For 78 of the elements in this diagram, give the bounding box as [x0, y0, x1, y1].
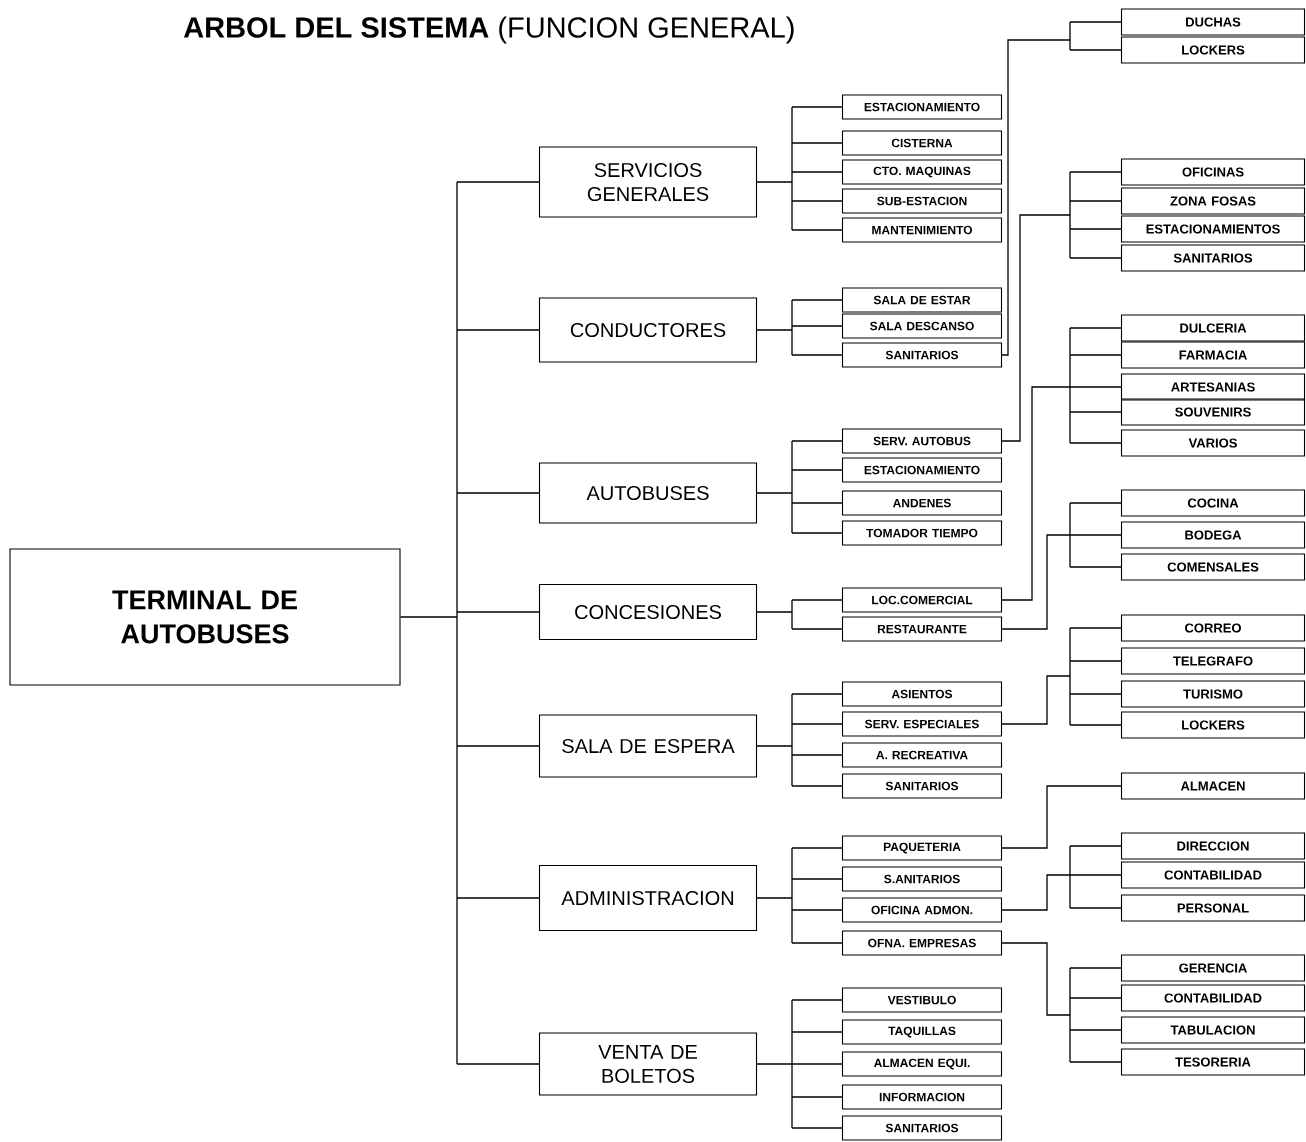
item-box: S.ANITARIOS [841, 866, 1003, 892]
subitem-box: ALMACEN [1120, 772, 1306, 800]
item-box: SERV. AUTOBUS [841, 428, 1003, 454]
item-box: TOMADOR TIEMPO [841, 520, 1003, 546]
subitem-box: TURISMO [1120, 680, 1306, 708]
subitem-box: CONTABILIDAD [1120, 861, 1306, 889]
item-box: A. RECREATIVA [841, 742, 1003, 768]
subitem-box: FARMACIA [1120, 341, 1306, 369]
item-box: SANITARIOS [841, 342, 1003, 368]
subitem-box: DULCERIA [1120, 314, 1306, 342]
item-box: ANDENES [841, 490, 1003, 516]
subitem-box: DUCHAS [1120, 8, 1306, 36]
subitem-box: ESTACIONAMIENTOS [1120, 215, 1306, 243]
item-box: SALA DE ESTAR [841, 287, 1003, 313]
connector-line [1001, 327, 1122, 601]
connector-line [756, 847, 843, 944]
subitem-box: GERENCIA [1120, 954, 1306, 982]
subitem-box: ARTESANIAS [1120, 373, 1306, 401]
subitem-box: SOUVENIRS [1120, 398, 1306, 426]
item-box: VESTIBULO [841, 987, 1003, 1013]
subitem-box: ZONA FOSAS [1120, 187, 1306, 215]
connector-line [399, 181, 540, 1065]
connector-line [1001, 21, 1122, 356]
connector-line [1001, 627, 1122, 726]
subitem-box: TESORERIA [1120, 1048, 1306, 1076]
subitem-box: VARIOS [1120, 429, 1306, 457]
item-box: MANTENIMIENTO [841, 217, 1003, 243]
item-box: ALMACEN EQUI. [841, 1051, 1003, 1077]
connector-line [1001, 171, 1122, 442]
connector-line [1001, 502, 1122, 630]
category-box: CONDUCTORES [538, 297, 758, 363]
category-box: SALA DE ESPERA [538, 714, 758, 778]
subitem-box: LOCKERS [1120, 711, 1306, 739]
item-box: OFNA. EMPRESAS [841, 930, 1003, 956]
item-box: CISTERNA [841, 130, 1003, 156]
item-box: PAQUETERIA [841, 835, 1003, 861]
category-box: ADMINISTRACION [538, 864, 758, 932]
item-box: OFICINA ADMON. [841, 897, 1003, 923]
item-box: ASIENTOS [841, 681, 1003, 707]
category-box: AUTOBUSES [538, 462, 758, 524]
item-box: LOC.COMERCIAL [841, 587, 1003, 613]
category-box: VENTA DE BOLETOS [538, 1032, 758, 1096]
item-box: SANITARIOS [841, 773, 1003, 799]
root-box: TERMINAL DE AUTOBUSES [9, 548, 401, 686]
item-box: RESTAURANTE [841, 616, 1003, 642]
item-box: INFORMACION [841, 1084, 1003, 1110]
item-box: ESTACIONAMIENTO [841, 94, 1003, 120]
category-box: SERVICIOS GENERALES [538, 146, 758, 218]
subitem-box: COMENSALES [1120, 553, 1306, 581]
subitem-box: PERSONAL [1120, 894, 1306, 922]
subitem-box: DIRECCION [1120, 832, 1306, 860]
item-box: SERV. ESPECIALES [841, 711, 1003, 737]
connector-line [1001, 785, 1122, 849]
item-box: SALA DESCANSO [841, 313, 1003, 339]
connector-line [1001, 942, 1122, 1063]
connector-line [756, 440, 843, 534]
connector-line [1001, 845, 1122, 911]
item-box: CTO. MAQUINAS [841, 159, 1003, 185]
subitem-box: TABULACION [1120, 1016, 1306, 1044]
subitem-box: TELEGRAFO [1120, 647, 1306, 675]
connector-line [756, 106, 843, 231]
subitem-box: BODEGA [1120, 521, 1306, 549]
item-box: ESTACIONAMIENTO [841, 457, 1003, 483]
connector-line [756, 999, 843, 1129]
connector-line [756, 599, 843, 630]
connector-line [756, 693, 843, 787]
item-box: SANITARIOS [841, 1115, 1003, 1141]
title: ARBOL DEL SISTEMA (FUNCION GENERAL) [183, 16, 794, 44]
subitem-box: COCINA [1120, 489, 1306, 517]
subitem-box: SANITARIOS [1120, 244, 1306, 272]
subitem-box: CONTABILIDAD [1120, 984, 1306, 1012]
subitem-box: CORREO [1120, 614, 1306, 642]
category-box: CONCESIONES [538, 583, 758, 641]
subitem-box: OFICINAS [1120, 158, 1306, 186]
subitem-box: LOCKERS [1120, 36, 1306, 64]
item-box: TAQUILLAS [841, 1019, 1003, 1045]
item-box: SUB-ESTACION [841, 188, 1003, 214]
connector-line [756, 299, 843, 356]
